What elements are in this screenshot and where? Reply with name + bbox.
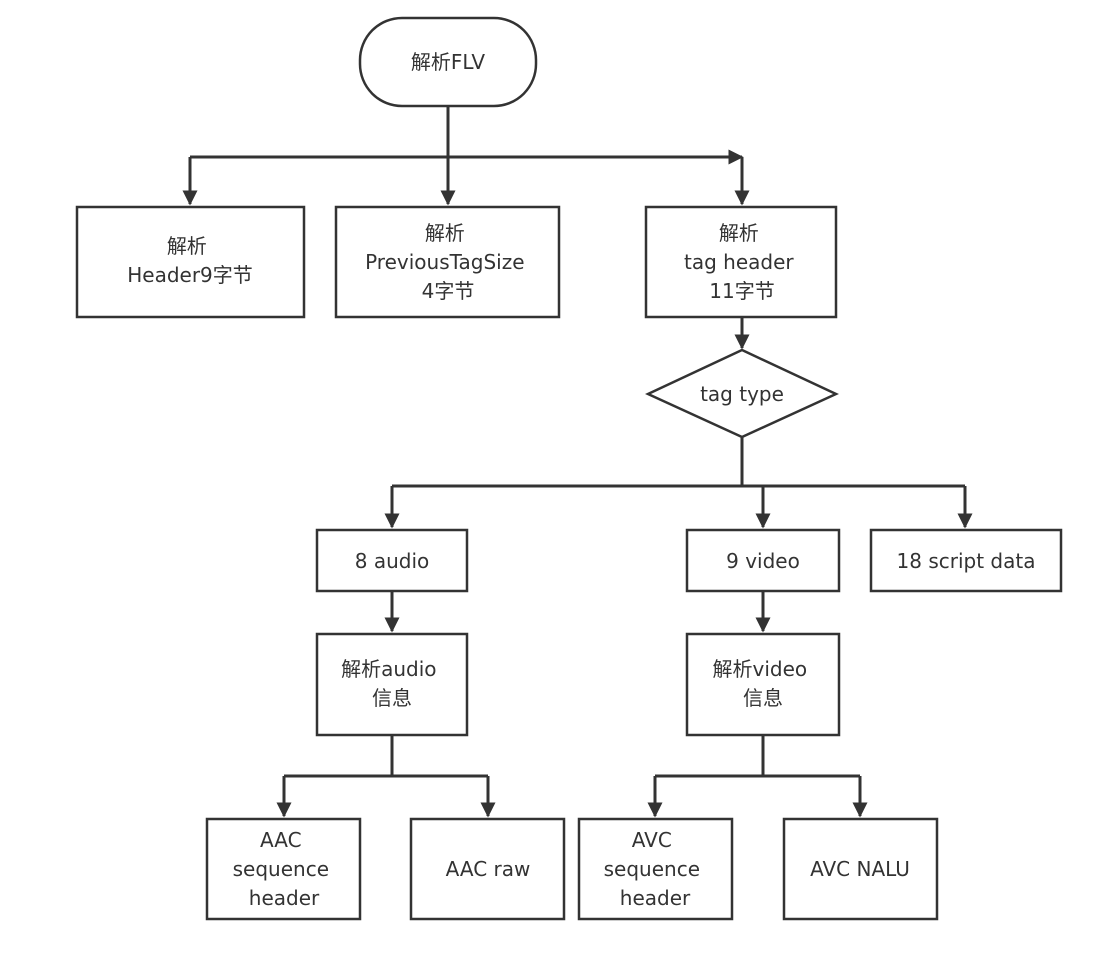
node-audio-shape [315, 528, 469, 593]
node-tag-type-shape [645, 348, 839, 439]
node-tag-header-shape [644, 205, 838, 319]
node-aac-raw-shape [409, 817, 566, 921]
node-start-shape [358, 16, 538, 108]
node-script-shape [869, 528, 1063, 593]
node-prev-tag-size-label: 解析 PreviousTagSize 4字节 [365, 221, 531, 303]
node-aac-seq-label: AAC sequence header [233, 828, 336, 910]
node-video-info-line: 解析video [713, 657, 808, 681]
node-audio-info: 解析audio 信息 [315, 632, 469, 737]
node-video-info-shape [685, 632, 841, 737]
node-prev-tag-size-line: 4字节 [422, 279, 475, 303]
node-aac-seq-line: AAC [260, 828, 302, 852]
node-video-shape [685, 528, 841, 593]
node-audio-info-line: 解析audio [341, 657, 436, 681]
node-aac-seq-shape [205, 817, 362, 921]
node-aac-seq: AAC sequence header [205, 817, 362, 921]
node-script-line: 18 script data [897, 549, 1036, 573]
node-header-shape [75, 205, 306, 319]
node-video-line: 9 video [726, 549, 800, 573]
node-avc-seq-line: sequence [604, 857, 700, 881]
node-aac-raw: AAC raw [409, 817, 566, 921]
node-audio-label: 8 audio [355, 549, 430, 573]
node-aac-raw-line: AAC raw [446, 857, 531, 881]
node-tag-type: tag type [645, 348, 839, 439]
node-audio: 8 audio [315, 528, 469, 593]
node-tag-header-line: 11字节 [709, 279, 774, 303]
node-tag-type-line: tag type [700, 382, 784, 406]
node-avc-seq-line: AVC [632, 828, 672, 852]
node-tag-header-label: 解析 tag header 11字节 [684, 221, 800, 303]
node-prev-tag-size-shape [334, 205, 561, 319]
edges [182, 106, 973, 818]
node-avc-seq-line: header [620, 886, 691, 910]
node-video-info-line: 信息 [743, 686, 783, 710]
node-prev-tag-size-line: PreviousTagSize [365, 250, 524, 274]
node-header-line: Header9字节 [127, 263, 253, 287]
node-avc-seq-shape [577, 817, 734, 921]
node-avc-nalu: AVC NALU [782, 817, 939, 921]
node-script: 18 script data [869, 528, 1063, 593]
node-prev-tag-size: 解析 PreviousTagSize 4字节 [334, 205, 561, 319]
node-aac-seq-line: sequence [233, 857, 329, 881]
node-avc-nalu-label: AVC NALU [810, 857, 910, 881]
node-audio-info-shape [315, 632, 469, 737]
node-video-label: 9 video [726, 549, 800, 573]
node-audio-info-label: 解析audio 信息 [341, 657, 443, 710]
node-tag-type-label: tag type [700, 382, 784, 406]
node-video-info-label: 解析video 信息 [713, 657, 814, 710]
node-avc-nalu-shape [782, 817, 939, 921]
node-aac-raw-label: AAC raw [446, 857, 531, 881]
nodes: 解析FLV 解析 Header9字节 解析 PreviousTagSize 4字… [75, 16, 1063, 921]
node-tag-header: 解析 tag header 11字节 [644, 205, 838, 319]
node-aac-seq-line: header [249, 886, 320, 910]
node-header-line: 解析 [167, 234, 207, 258]
node-avc-seq-label: AVC sequence header [604, 828, 707, 910]
node-tag-header-line: 解析 [719, 221, 759, 245]
node-header: 解析 Header9字节 [75, 205, 306, 319]
node-audio-info-line: 信息 [372, 686, 412, 710]
node-video: 9 video [685, 528, 841, 593]
node-video-info: 解析video 信息 [685, 632, 841, 737]
node-start-label: 解析FLV [411, 50, 485, 74]
node-avc-nalu-line: AVC NALU [810, 857, 910, 881]
node-audio-line: 8 audio [355, 549, 430, 573]
node-avc-seq: AVC sequence header [577, 817, 734, 921]
node-script-label: 18 script data [897, 549, 1036, 573]
node-tag-header-line: tag header [684, 250, 794, 274]
node-start: 解析FLV [358, 16, 538, 108]
node-header-label: 解析 Header9字节 [127, 234, 253, 287]
node-start-line: 解析FLV [411, 50, 485, 74]
node-prev-tag-size-line: 解析 [425, 221, 465, 245]
